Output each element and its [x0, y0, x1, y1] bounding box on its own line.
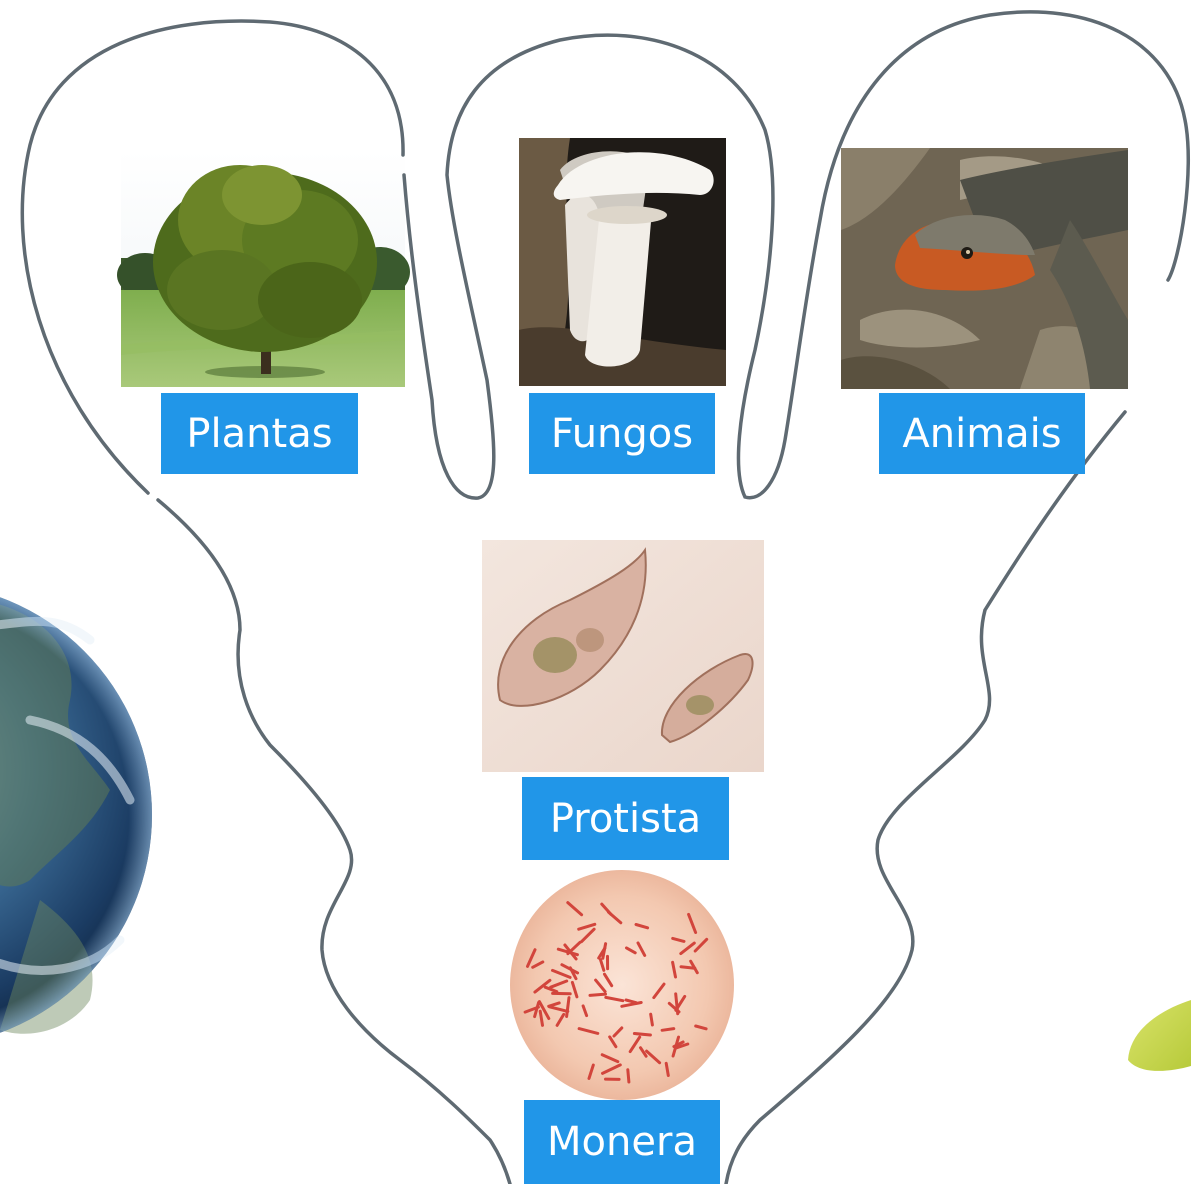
label-fungos: Fungos [529, 393, 715, 474]
lizard-photo [841, 148, 1128, 389]
bacterium-rod [676, 994, 678, 1014]
bacterium-rod [634, 1034, 650, 1036]
bacterium-rod [628, 1070, 629, 1082]
bacteria-micrograph [510, 870, 734, 1100]
label-animais: Animais [879, 393, 1085, 474]
bacterium-rod [651, 1014, 653, 1025]
earth-globe-icon [0, 583, 152, 1047]
label-monera: Monera [524, 1100, 720, 1184]
mushroom-photo [519, 138, 726, 386]
label-plantas: Plantas [161, 393, 358, 474]
euglena-micrograph [482, 540, 764, 772]
bacterium-rod [666, 1063, 668, 1075]
tree-photo [117, 150, 410, 387]
bacterium-rod [590, 994, 606, 995]
label-protista: Protista [522, 777, 729, 860]
bacterium-rod [662, 1029, 674, 1031]
leaf-icon [1128, 1000, 1191, 1071]
